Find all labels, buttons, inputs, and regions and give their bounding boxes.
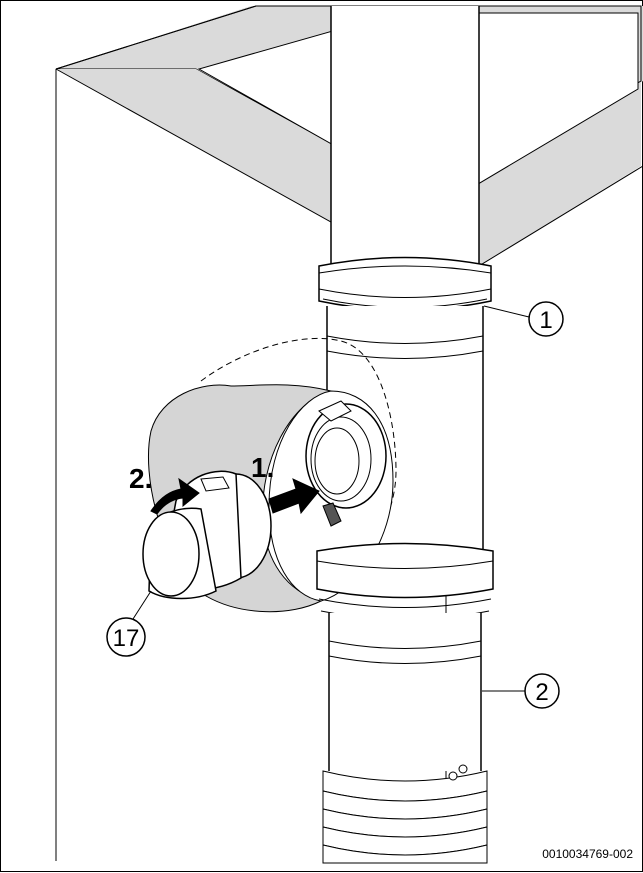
lower-socket-outer <box>316 542 494 599</box>
rotate-arrow <box>150 477 200 515</box>
shaft-back-corner <box>55 5 257 70</box>
callout-17-label: 17 <box>113 625 140 652</box>
insert-front-face <box>142 511 200 597</box>
step-1-label: 1. <box>251 452 274 483</box>
callout-17-circle <box>106 617 146 657</box>
flexible-liner <box>322 770 488 864</box>
pipe-lower-body <box>329 613 481 771</box>
leader-17 <box>132 590 152 620</box>
liner-hole-2 <box>458 764 468 774</box>
upper-socket <box>318 256 492 311</box>
liner-hole-1 <box>448 771 458 781</box>
callout-2-circle <box>524 673 560 709</box>
branch-clip <box>318 400 352 422</box>
pipe-upper-body <box>331 6 479 271</box>
callout-1-label: 1 <box>539 307 552 334</box>
push-arrow <box>268 478 320 515</box>
step-2-label: 2. <box>129 463 152 494</box>
callout-1-circle <box>528 301 564 337</box>
figure-reference: 0010034769-002 <box>542 847 633 861</box>
leader-1 <box>483 305 530 318</box>
callout-2-label: 2 <box>535 679 548 706</box>
branch-latch <box>322 502 342 527</box>
